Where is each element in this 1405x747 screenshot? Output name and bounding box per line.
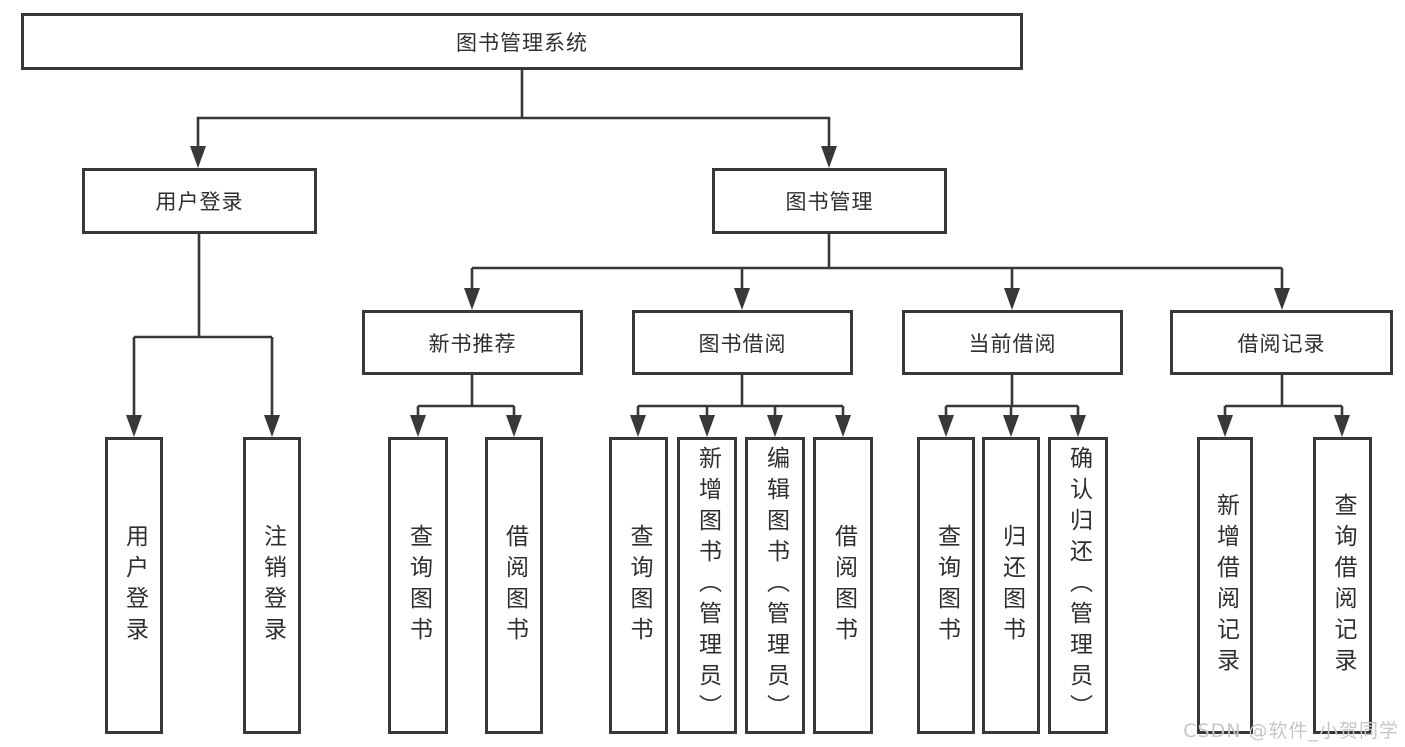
leaf-newbooks-query-books-label: 查询图书 <box>405 523 432 648</box>
csdn-watermark: CSDN @软件_小贺同学 <box>1183 720 1399 742</box>
leaf-current-query-books: 查询图书 <box>917 437 975 734</box>
leaf-records-query-record: 查询借阅记录 <box>1313 437 1372 734</box>
node-new-book-recommendation: 新书推荐 <box>362 310 583 375</box>
node-user-login-branch: 用户登录 <box>82 168 317 234</box>
leaf-borrowing-edit-books-admin-label: 编辑图书（管理员） <box>762 446 789 725</box>
leaf-records-add-record-label: 新增借阅记录 <box>1212 492 1239 679</box>
leaf-current-return-books-label: 归还图书 <box>998 523 1025 648</box>
node-current-borrowing: 当前借阅 <box>902 310 1123 375</box>
leaf-records-query-record-label: 查询借阅记录 <box>1330 492 1356 679</box>
leaf-newbooks-query-books: 查询图书 <box>388 437 448 734</box>
leaf-current-query-books-label: 查询图书 <box>933 523 960 648</box>
leaf-logout: 注销登录 <box>243 437 301 734</box>
leaf-borrowing-add-books-admin-label: 新增图书（管理员） <box>694 446 721 725</box>
leaf-logout-label: 注销登录 <box>259 523 286 648</box>
leaf-newbooks-borrow-books-label: 借阅图书 <box>501 523 528 648</box>
leaf-current-confirm-return-admin-label: 确认归还（管理员） <box>1065 446 1092 725</box>
leaf-borrowing-borrow-books-label: 借阅图书 <box>830 523 857 648</box>
leaf-borrowing-borrow-books: 借阅图书 <box>813 437 873 734</box>
node-book-management-branch: 图书管理 <box>712 168 947 234</box>
leaf-borrowing-add-books-admin: 新增图书（管理员） <box>677 437 737 734</box>
leaf-borrowing-edit-books-admin: 编辑图书（管理员） <box>745 437 805 734</box>
node-borrowing-records: 借阅记录 <box>1170 310 1393 375</box>
arrowheads <box>126 146 1350 437</box>
leaf-user-login-label: 用户登录 <box>121 523 148 648</box>
leaf-borrowing-query-books: 查询图书 <box>609 437 668 734</box>
leaf-newbooks-borrow-books: 借阅图书 <box>485 437 543 734</box>
leaf-user-login: 用户登录 <box>105 437 163 734</box>
leaf-borrowing-query-books-label: 查询图书 <box>626 523 652 648</box>
leaf-current-return-books: 归还图书 <box>982 437 1040 734</box>
node-book-borrowing: 图书借阅 <box>632 310 853 375</box>
node-system-root: 图书管理系统 <box>21 13 1023 70</box>
leaf-current-confirm-return-admin: 确认归还（管理员） <box>1048 437 1108 734</box>
leaf-records-add-record: 新增借阅记录 <box>1197 437 1253 734</box>
